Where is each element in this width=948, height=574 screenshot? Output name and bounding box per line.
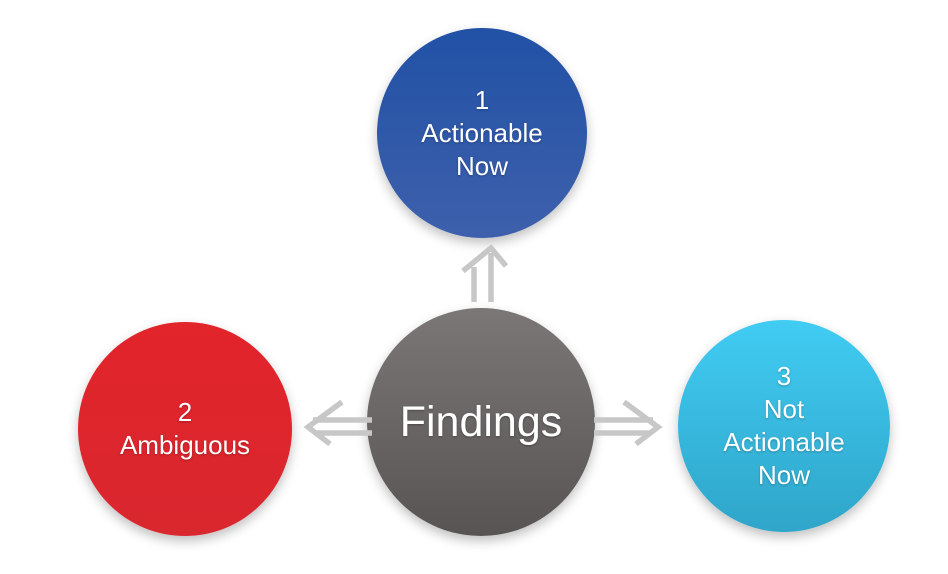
node-number: 2 xyxy=(177,397,193,427)
node-not-actionable-now[interactable]: 3 Not Actionable Now xyxy=(678,320,890,532)
node-ambiguous[interactable]: 2 Ambiguous xyxy=(78,322,292,536)
node-label-line: Actionable xyxy=(421,117,543,148)
arrow-up-icon xyxy=(455,242,513,306)
node-label-line: Actionable xyxy=(723,427,845,457)
node-text: 2 Ambiguous xyxy=(120,396,250,462)
node-label-line: Now xyxy=(455,150,508,181)
arrow-left-icon xyxy=(300,398,372,450)
node-number: 3 xyxy=(776,361,792,391)
node-label-line: Now xyxy=(757,460,810,490)
node-label-line: Not xyxy=(763,394,805,424)
arrow-right-icon xyxy=(594,398,666,450)
node-label-line: Ambiguous xyxy=(119,430,251,460)
node-actionable-now[interactable]: 1 Actionable Now xyxy=(377,28,587,238)
node-number: 1 xyxy=(474,84,490,115)
node-text: 3 Not Actionable Now xyxy=(723,360,844,492)
center-label: Findings xyxy=(399,398,563,446)
node-findings[interactable]: Findings xyxy=(367,308,595,536)
node-text: 1 Actionable Now xyxy=(421,84,542,183)
